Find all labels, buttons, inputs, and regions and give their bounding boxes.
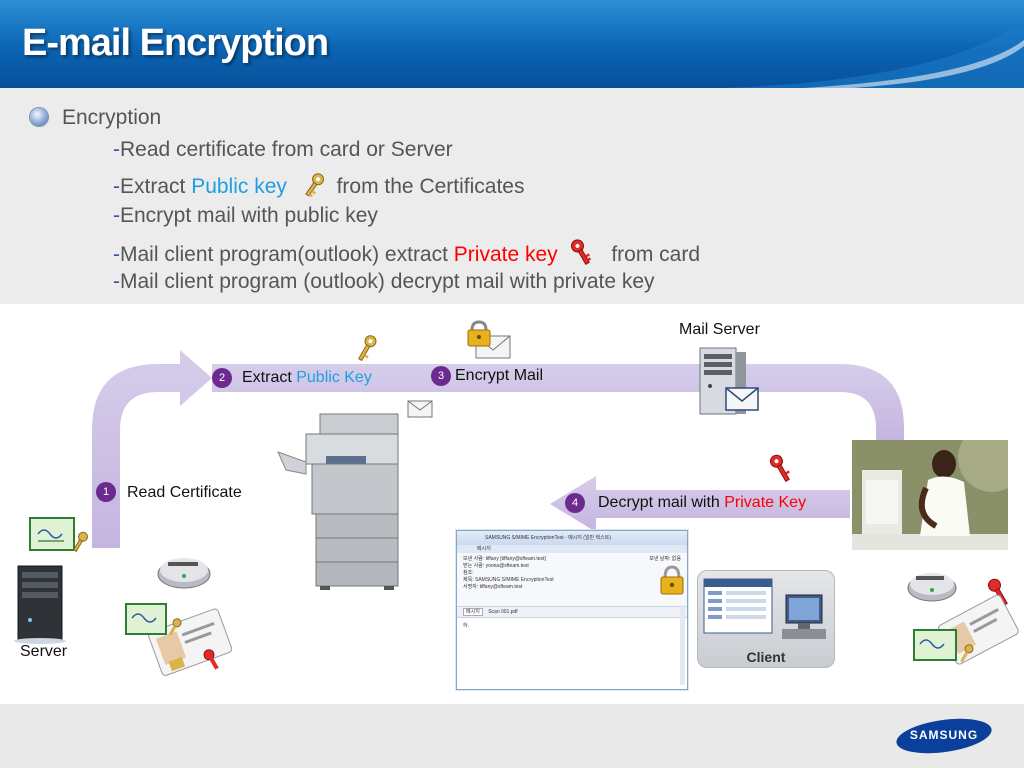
sent-value: 없음: [671, 556, 681, 562]
samsung-logo-text: SAMSUNG: [909, 728, 979, 742]
bullet-dash: -: [113, 243, 120, 266]
step-label-public-key: Public Key: [296, 369, 372, 386]
user-at-computer-photo: [852, 440, 1008, 550]
step-label-decrypt-mail: Decrypt mail with Private Key: [598, 494, 806, 512]
email-window-titlebar: SAMSUNG S/MIME EncryptionTest - 메시지 (일반 …: [457, 531, 687, 545]
bullet-item-extract-public-key: -Extract Public key from the Certificate…: [113, 171, 524, 199]
step-badge-1: 1: [96, 482, 116, 502]
client-panel: Client: [697, 570, 835, 668]
bullet-item-extract-private-key: -Mail client program(outlook) extract Pr…: [113, 237, 700, 267]
step-label-pre: Extract: [242, 369, 297, 386]
bullet-item-encrypt-mail: -Encrypt mail with public key: [113, 204, 378, 228]
email-body[interactable]: 하.: [463, 623, 469, 629]
private-key-icon: [988, 578, 1008, 606]
email-ribbon-tab[interactable]: 메시지: [457, 545, 687, 553]
private-key-highlight: Private key: [453, 243, 558, 266]
header-bar: E-mail Encryption: [0, 0, 1024, 88]
bullet-text-pre: Extract: [120, 175, 192, 198]
attachment-file[interactable]: Scan 001.pdf: [488, 609, 518, 615]
bullet-text-post: from card: [605, 243, 701, 266]
step-label-pre: Decrypt mail with: [598, 494, 725, 511]
to-label: 받는 사람:: [463, 563, 485, 569]
smart-card-bundle-icon: [125, 603, 233, 676]
bullet-dash: -: [113, 175, 120, 198]
public-key-icon: [358, 335, 377, 362]
certificate-icon: [29, 517, 88, 553]
card-reader-icon: [907, 573, 957, 602]
signer-label: 서명자:: [463, 584, 479, 590]
email-window[interactable]: SAMSUNG S/MIME EncryptionTest - 메시지 (일반 …: [456, 530, 688, 690]
public-key-highlight: Public key: [191, 175, 287, 198]
from-value: tiffany [tiffany@sfteam.test]: [485, 556, 546, 562]
locked-mail-icon: [467, 320, 511, 359]
bullet-dash: -: [113, 204, 120, 227]
step-label-encrypt-mail: Encrypt Mail: [455, 367, 544, 384]
bullet-text-pre: Mail client program(outlook) extract: [120, 243, 454, 266]
smart-card-bundle-icon: [913, 594, 1019, 665]
bullet-text: Mail client program (outlook) decrypt ma…: [120, 270, 655, 293]
bullet-dash: -: [113, 138, 120, 161]
padlock-icon: [660, 565, 684, 595]
from-label: 보낸 사람:: [463, 556, 485, 562]
private-key-icon: [570, 239, 591, 265]
subject-value: SAMSUNG S/MIME EncryptionTest: [474, 577, 554, 583]
signer-value: tiffany@sfteam.test: [479, 584, 523, 590]
header-swoosh-decoration: [724, 20, 1024, 88]
bullet-text: Read certificate from card or Server: [120, 138, 453, 161]
to-value: yoona@sfteam.test: [485, 563, 529, 569]
cc-label: 참조:: [463, 570, 474, 576]
bullet-item-read-certificate: -Read certificate from card or Server: [113, 138, 453, 162]
step-badge-3: 3: [431, 366, 451, 386]
subject-label: 제목:: [463, 577, 474, 583]
page-title: E-mail Encryption: [22, 22, 329, 64]
step-badge-2: 2: [212, 368, 232, 388]
bullet-item-decrypt-mail: -Mail client program (outlook) decrypt m…: [113, 270, 655, 294]
decrypt-flow-arrow: [550, 476, 850, 532]
bullet-icon: [30, 108, 48, 126]
email-header-fields: 보낸 사람: tiffany [tiffany@sfteam.test] 받는 …: [457, 553, 687, 607]
email-scrollbar[interactable]: [680, 605, 685, 685]
upload-flow-arrow: [92, 350, 212, 548]
bullet-text: Encrypt mail with public key: [120, 204, 378, 227]
bullet-text-post: from the Certificates: [330, 175, 525, 198]
server-label: Server: [20, 643, 68, 660]
private-key-icon: [770, 454, 790, 482]
footer-bar: [0, 704, 1024, 768]
mail-icon: [407, 400, 433, 418]
message-button[interactable]: 메시지: [463, 608, 483, 616]
step-label-read-certificate: Read Certificate: [127, 484, 242, 501]
bullet-main-label: Encryption: [62, 106, 162, 129]
mail-server-label: Mail Server: [679, 321, 760, 338]
bullet-dash: -: [113, 270, 120, 293]
client-computer-icon: [703, 578, 826, 639]
printer-icon: [277, 413, 399, 590]
card-reader-icon: [157, 558, 211, 589]
sent-label: 보낸 날짜:: [649, 556, 671, 562]
public-key-icon: [304, 173, 324, 198]
step-badge-4: 4: [565, 493, 585, 513]
client-label: Client: [746, 649, 786, 665]
attachment-bar: 메시지 Scan 001.pdf: [457, 607, 687, 618]
step-label-extract-public-key: Extract Public Key: [242, 369, 372, 387]
mail-server-icon: [699, 347, 759, 415]
step-label-private-key: Private Key: [724, 494, 807, 511]
server-icon: [14, 565, 66, 644]
